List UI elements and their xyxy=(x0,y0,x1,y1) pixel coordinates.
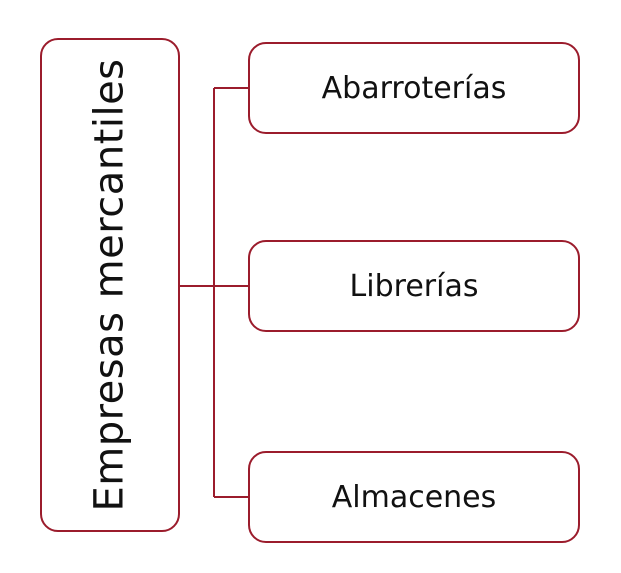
child-node-abarroterias: Abarroterías xyxy=(248,42,580,134)
child-node-label: Almacenes xyxy=(331,479,497,515)
root-node: Empresas mercantiles xyxy=(40,38,180,532)
child-node-almacenes: Almacenes xyxy=(248,451,580,543)
child-node-label: Abarroterías xyxy=(321,70,507,106)
child-node-label: Librerías xyxy=(349,268,479,304)
child-node-librerias: Librerías xyxy=(248,240,580,332)
root-node-label: Empresas mercantiles xyxy=(87,58,134,512)
